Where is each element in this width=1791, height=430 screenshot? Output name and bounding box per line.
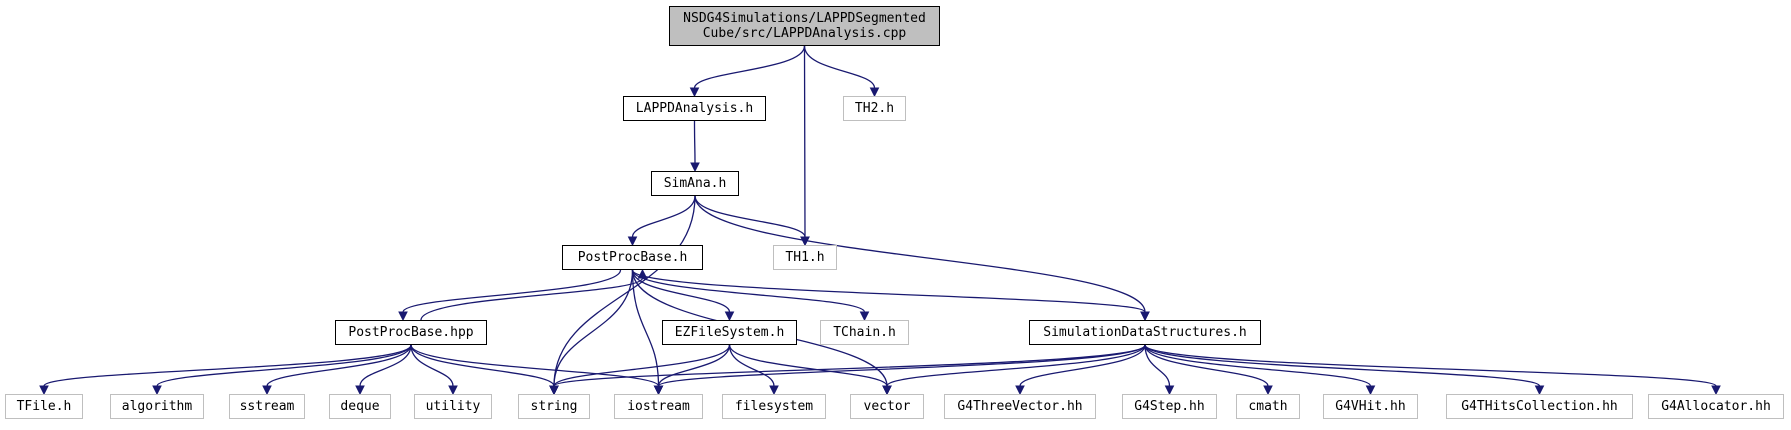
edge-simds-to-g4alloc [1144, 344, 1717, 387]
node-g4allocator-hh: G4Allocator.hh [1648, 394, 1784, 419]
edge-simds-to-g4step [1144, 344, 1171, 387]
node-g4thitscollection-hh: G4THitsCollection.hh [1446, 394, 1633, 419]
node-tfile-h: TFile.h [5, 394, 83, 419]
edge-ppbase_hpp-to-ppbase_h [420, 277, 644, 321]
arrowhead-root-to-lappd_h [689, 87, 700, 98]
edge-ezfs-to-string [553, 344, 731, 387]
edge-simds-to-vector [886, 344, 1146, 387]
edge-ppbase_h-to-simds [631, 269, 1146, 313]
node-ezfilesystem-h[interactable]: EZFileSystem.h [662, 320, 797, 345]
node-g4threevector-hh: G4ThreeVector.hh [944, 394, 1096, 419]
edge-ppbase_h-to-iostream [631, 269, 660, 387]
edge-ppbase_hpp-to-string [410, 344, 555, 387]
arrowhead-ppbase_hpp-to-tfile [39, 385, 49, 396]
node-deque: deque [329, 394, 391, 419]
arrowhead-ppbase_hpp-to-deque [355, 385, 365, 396]
edge-root-to-lappd_h [693, 45, 806, 89]
arrowhead-ppbase_h-to-ppbase_hpp [398, 311, 408, 322]
node-cmath: cmath [1236, 394, 1300, 419]
edge-simds-to-string [553, 344, 1146, 387]
edge-simana-to-th1 [694, 195, 806, 238]
edge-ppbase_h-to-ezfs [631, 269, 731, 313]
node-filesystem: filesystem [722, 394, 826, 419]
arrowhead-simds-to-iostream [653, 385, 664, 396]
node-g4vhit-hh: G4VHit.hh [1323, 394, 1418, 419]
node-th1-h: TH1.h [773, 245, 837, 270]
edge-simana-to-ppbase_h [631, 195, 696, 238]
arrowhead-ezfs-to-filesystem [769, 385, 779, 396]
arrowhead-simds-to-g4threevector [1015, 385, 1025, 396]
node-g4step-hh: G4Step.hh [1122, 394, 1217, 419]
edge-ezfs-to-filesystem [728, 344, 775, 387]
arrowhead-ppbase_h-to-tchain [859, 311, 870, 322]
node-lappdanalysis-h[interactable]: LAPPDAnalysis.h [623, 96, 766, 121]
arrowhead-simds-to-vector [882, 385, 892, 396]
node-algorithm: algorithm [110, 394, 204, 419]
arrowhead-ppbase_h-to-ezfs [724, 311, 735, 322]
node-iostream: iostream [614, 394, 703, 419]
arrowhead-ppbase_hpp-to-utility [448, 385, 458, 396]
arrowhead-simds-to-g4vhit [1365, 385, 1376, 396]
edge-root-to-th1 [803, 45, 806, 238]
edge-simana-to-simds [694, 195, 1146, 313]
arrowhead-root-to-th2 [869, 87, 880, 98]
edge-lappd_h-to-simana [693, 120, 696, 164]
arrowhead-simds-to-g4alloc [1711, 385, 1721, 396]
node-vector: vector [850, 394, 924, 419]
arrowhead-simds-to-cmath [1263, 385, 1273, 396]
arrowhead-simds-to-string [549, 385, 559, 396]
edge-ppbase_hpp-to-deque [359, 344, 412, 387]
edge-ppbase_h-to-string [553, 269, 634, 387]
edge-ezfs-to-vector [728, 344, 888, 387]
arrowhead-lappd_h-to-simana [690, 162, 700, 173]
node-utility: utility [414, 394, 492, 419]
arrowhead-ppbase_hpp-to-algorithm [152, 385, 162, 396]
arrowhead-simana-to-ppbase_h [627, 236, 638, 247]
edge-ppbase_hpp-to-sstream [266, 344, 412, 387]
node-postprocbase-h[interactable]: PostProcBase.h [562, 245, 703, 270]
edge-simds-to-g4vhit [1144, 344, 1372, 387]
node-sstream: sstream [229, 394, 305, 419]
edge-simds-to-iostream [657, 344, 1146, 387]
arrowhead-simds-to-g4step [1164, 385, 1175, 396]
edge-ezfs-to-iostream [657, 344, 731, 387]
node-tchain-h: TChain.h [820, 320, 909, 345]
node-postprocbase-hpp[interactable]: PostProcBase.hpp [335, 320, 487, 345]
arrowhead-ppbase_hpp-to-sstream [262, 385, 272, 396]
edge-ppbase_hpp-to-iostream [410, 344, 660, 387]
node-simana-h[interactable]: SimAna.h [651, 171, 739, 196]
edge-ppbase_hpp-to-utility [410, 344, 454, 387]
edge-ppbase_hpp-to-tfile [43, 344, 412, 387]
edge-ppbase_h-to-ppbase_hpp [402, 269, 622, 313]
arrowhead-ppbase_h-to-simds [1140, 311, 1150, 322]
edge-ppbase_hpp-to-algorithm [156, 344, 412, 387]
edge-simds-to-g4thits [1144, 344, 1541, 387]
edge-simds-to-cmath [1144, 344, 1269, 387]
node-th2-h: TH2.h [843, 96, 906, 121]
edge-simana-to-string [553, 195, 696, 387]
arrowhead-simds-to-g4thits [1534, 385, 1545, 396]
node-simulationdatastructures-h[interactable]: SimulationDataStructures.h [1029, 320, 1261, 345]
node-string: string [518, 394, 590, 419]
edge-root-to-th2 [803, 45, 876, 89]
node-root-lappdanalysis-cpp[interactable]: NSDG4Simulations/LAPPDSegmented Cube/src… [669, 6, 940, 46]
edge-simds-to-g4threevector [1019, 344, 1146, 387]
edge-ppbase_h-to-tchain [631, 269, 866, 313]
